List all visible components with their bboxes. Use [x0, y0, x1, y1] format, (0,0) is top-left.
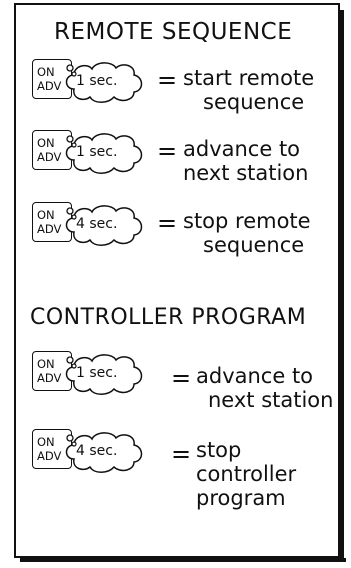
- instruction-panel: REMOTE SEQUENCE ON ADV 1 sec. = start re…: [14, 3, 346, 562]
- equals-sign: =: [157, 209, 178, 237]
- description-line-1: stop remote: [183, 209, 311, 233]
- equals-sign: =: [171, 364, 192, 392]
- duration-label: 4 sec.: [76, 216, 118, 232]
- on-label: ON: [37, 65, 55, 79]
- on-adv-button-icon: ON ADV: [32, 429, 72, 469]
- controller-program-heading: CONTROLLER PROGRAM: [30, 305, 307, 330]
- description-line-2: sequence: [203, 233, 305, 257]
- thought-cloud-icon: [62, 130, 146, 176]
- description-line-1: stop: [196, 438, 242, 462]
- duration-label: 4 sec.: [76, 443, 118, 459]
- description-line-2: controller: [196, 462, 297, 486]
- on-adv-button-icon: ON ADV: [32, 351, 72, 391]
- duration-label: 1 sec.: [76, 73, 118, 89]
- on-label: ON: [37, 435, 55, 449]
- description-line-1: advance to: [183, 137, 301, 161]
- equals-sign: =: [171, 440, 192, 468]
- adv-label: ADV: [37, 371, 62, 385]
- remote-start-row: ON ADV 1 sec. = start remote sequence: [16, 53, 342, 123]
- adv-label: ADV: [37, 79, 62, 93]
- description-line-2: next station: [183, 161, 309, 185]
- thought-cloud-icon: [62, 429, 146, 475]
- on-label: ON: [37, 208, 55, 222]
- on-adv-button-icon: ON ADV: [32, 130, 72, 170]
- on-adv-button-icon: ON ADV: [32, 59, 72, 99]
- thought-cloud-icon: [62, 351, 146, 397]
- remote-sequence-heading: REMOTE SEQUENCE: [54, 19, 293, 45]
- description-line-2: next station: [208, 388, 334, 412]
- duration-label: 1 sec.: [76, 144, 118, 160]
- description-line-1: advance to: [196, 364, 314, 388]
- controller-stop-row: ON ADV 4 sec. = stop controller program: [16, 423, 342, 533]
- on-adv-button-icon: ON ADV: [32, 202, 72, 242]
- equals-sign: =: [157, 66, 178, 94]
- on-label: ON: [37, 357, 55, 371]
- description-line-2: sequence: [203, 90, 305, 114]
- remote-advance-row: ON ADV 1 sec. = advance to next station: [16, 124, 342, 194]
- adv-label: ADV: [37, 150, 62, 164]
- remote-stop-row: ON ADV 4 sec. = stop remote sequence: [16, 196, 342, 266]
- adv-label: ADV: [37, 222, 62, 236]
- description-line-1: start remote: [183, 66, 315, 90]
- duration-label: 1 sec.: [76, 365, 118, 381]
- on-label: ON: [37, 136, 55, 150]
- equals-sign: =: [157, 137, 178, 165]
- thought-cloud-icon: [62, 59, 146, 105]
- controller-advance-row: ON ADV 1 sec. = advance to next station: [16, 345, 342, 415]
- adv-label: ADV: [37, 449, 62, 463]
- thought-cloud-icon: [62, 202, 146, 248]
- description-line-3: program: [196, 486, 286, 510]
